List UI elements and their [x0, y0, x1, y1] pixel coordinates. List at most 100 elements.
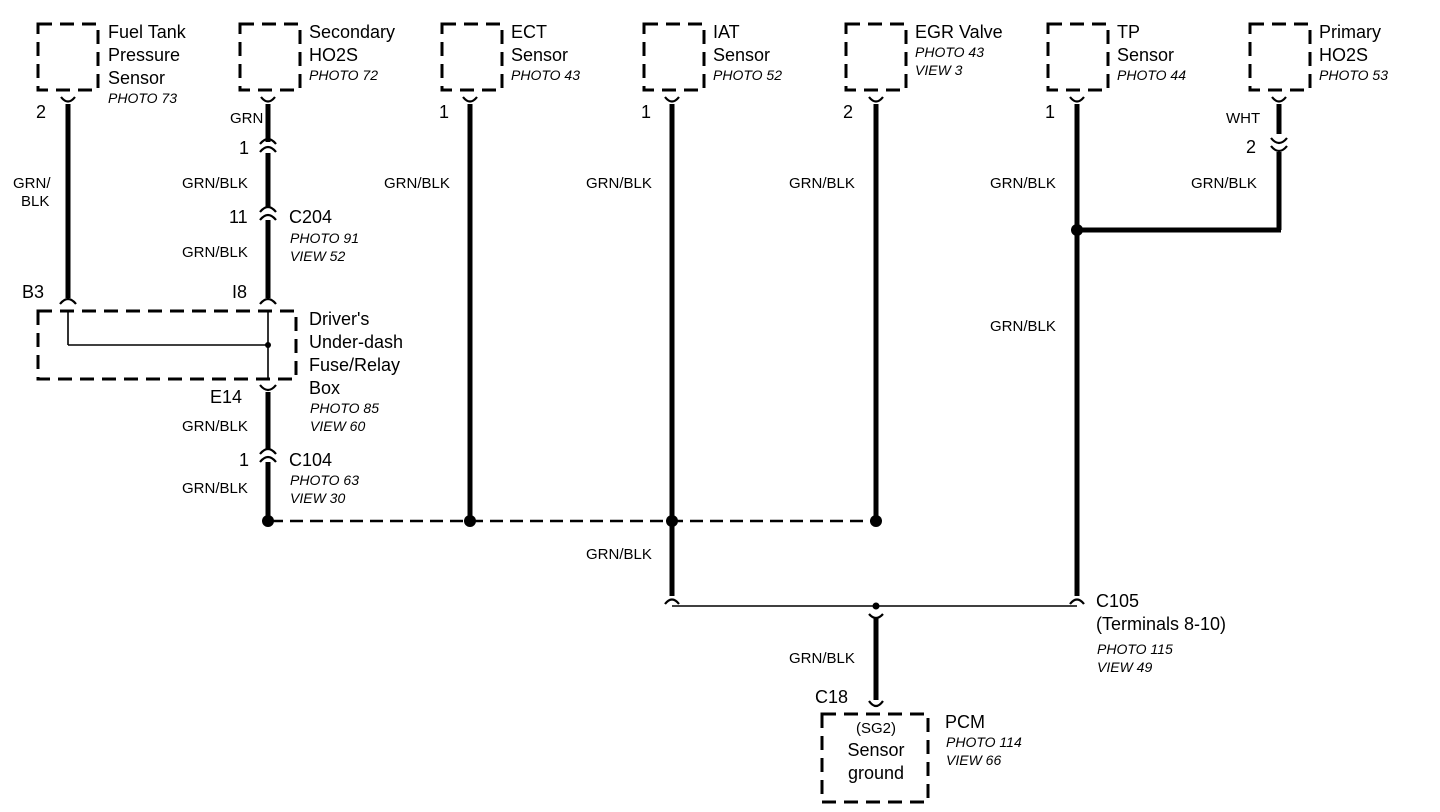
c105-photo: PHOTO 115	[1097, 641, 1173, 657]
c204-label: C204	[289, 207, 332, 227]
tp-photo: PHOTO 44	[1117, 67, 1186, 83]
wire-color-label: GRN/BLK	[182, 244, 248, 261]
pin-number: 2	[843, 102, 853, 122]
splice-dot	[1071, 224, 1083, 236]
c18-label: C18	[815, 687, 848, 707]
splice-dot	[872, 602, 880, 610]
iat-sensor-box	[642, 22, 706, 92]
ect-photo: PHOTO 43	[511, 67, 580, 83]
fuse-box-label: Fuse/Relay	[309, 355, 400, 375]
c104-view: VIEW 30	[290, 490, 345, 506]
pin-number: E14	[210, 387, 242, 407]
fuse-relay-box	[36, 309, 298, 381]
fuse-box-label: Box	[309, 378, 340, 398]
wire-color-label: GRN/BLK	[384, 175, 450, 192]
splice-dot	[464, 515, 476, 527]
pcm-sensor-label: ground	[848, 763, 904, 783]
c105-view: VIEW 49	[1097, 659, 1152, 675]
fuel-tank-sensor-box	[36, 22, 100, 92]
pcm-sensor-label: Sensor	[847, 740, 904, 760]
secondary-ho2s-label: HO2S	[309, 45, 358, 65]
pin-number: 1	[439, 102, 449, 122]
splice-dot	[262, 515, 274, 527]
wire-color-label: GRN/BLK	[990, 318, 1056, 335]
tp-label: TP	[1117, 22, 1140, 42]
pin-number: 1	[641, 102, 651, 122]
pin-chevron	[60, 96, 76, 103]
pin-number: I8	[232, 282, 247, 302]
iat-photo: PHOTO 52	[713, 67, 782, 83]
wire-color-label: GRN/	[13, 175, 51, 192]
splice-dot	[870, 515, 882, 527]
wire-color-label: BLK	[21, 193, 49, 210]
splice-dot	[666, 515, 678, 527]
egr-label: EGR Valve	[915, 22, 1003, 42]
connector-symbol	[259, 455, 277, 463]
c104-photo: PHOTO 63	[290, 472, 359, 488]
primary-ho2s-box	[1248, 22, 1312, 92]
secondary-ho2s-photo: PHOTO 72	[309, 67, 378, 83]
connector-symbol	[259, 205, 277, 213]
fuse-box-label: Under-dash	[309, 332, 403, 352]
connector-symbol	[259, 297, 277, 305]
connector-symbol	[1270, 137, 1288, 145]
fuse-box-photo: PHOTO 85	[310, 400, 379, 416]
c204-view: VIEW 52	[290, 248, 345, 264]
connector-symbol	[59, 297, 77, 305]
primary-ho2s-label: HO2S	[1319, 45, 1368, 65]
c104-label: C104	[289, 450, 332, 470]
pin-number: 1	[1045, 102, 1055, 122]
fuse-box-view: VIEW 60	[310, 418, 365, 434]
connector-symbol	[259, 213, 277, 221]
ect-label: ECT	[511, 22, 547, 42]
wire-color-label: GRN/BLK	[789, 650, 855, 667]
secondary-ho2s-label: Secondary	[309, 22, 395, 42]
fuse-box-label: Driver's	[309, 309, 369, 329]
pin-chevron	[868, 96, 884, 103]
pin-chevron	[260, 96, 276, 103]
iat-label: Sensor	[713, 45, 770, 65]
fuel-tank-photo: PHOTO 73	[108, 90, 177, 106]
pin-number: 1	[239, 138, 249, 158]
c204-photo: PHOTO 91	[290, 230, 359, 246]
connector-symbol	[1069, 598, 1085, 605]
wire-color-label: GRN/BLK	[586, 175, 652, 192]
wire-color-label: GRN/BLK	[586, 546, 652, 563]
egr-valve-box	[844, 22, 908, 92]
wire-color-label: GRN/BLK	[990, 175, 1056, 192]
pcm-terminal: (SG2)	[856, 720, 896, 737]
connector-symbol	[259, 384, 277, 392]
c105-label: C105	[1096, 591, 1139, 611]
fuel-tank-label: Sensor	[108, 68, 165, 88]
pin-number: 2	[36, 102, 46, 122]
wire-color-label: GRN/BLK	[182, 175, 248, 192]
pcm-view: VIEW 66	[946, 752, 1001, 768]
wire-color-label: GRN/BLK	[182, 480, 248, 497]
tp-label: Sensor	[1117, 45, 1174, 65]
iat-label: IAT	[713, 22, 740, 42]
c105-terminals: (Terminals 8-10)	[1096, 614, 1226, 634]
ect-sensor-box	[440, 22, 504, 92]
wire-color-label: GRN/BLK	[789, 175, 855, 192]
primary-ho2s-label: Primary	[1319, 22, 1381, 42]
connector-symbol	[868, 613, 884, 620]
pin-number: B3	[22, 282, 44, 302]
connector-symbol	[259, 447, 277, 455]
wire-color-label: GRN/BLK	[1191, 175, 1257, 192]
tp-sensor-box	[1046, 22, 1110, 92]
wire-color-label: GRN	[230, 110, 263, 127]
connector-symbol	[868, 700, 884, 708]
egr-photo: PHOTO 43	[915, 44, 984, 60]
pin-number: 11	[229, 207, 248, 227]
pin-chevron	[664, 96, 680, 103]
pcm-label: PCM	[945, 712, 985, 732]
wire-color-label: WHT	[1226, 110, 1260, 127]
pin-chevron	[462, 96, 478, 103]
primary-ho2s-photo: PHOTO 53	[1319, 67, 1388, 83]
pcm-box	[820, 712, 930, 804]
secondary-ho2s-box	[238, 22, 302, 92]
pcm-photo: PHOTO 114	[946, 734, 1022, 750]
wire-color-label: GRN/BLK	[182, 418, 248, 435]
pin-number: 2	[1246, 137, 1256, 157]
